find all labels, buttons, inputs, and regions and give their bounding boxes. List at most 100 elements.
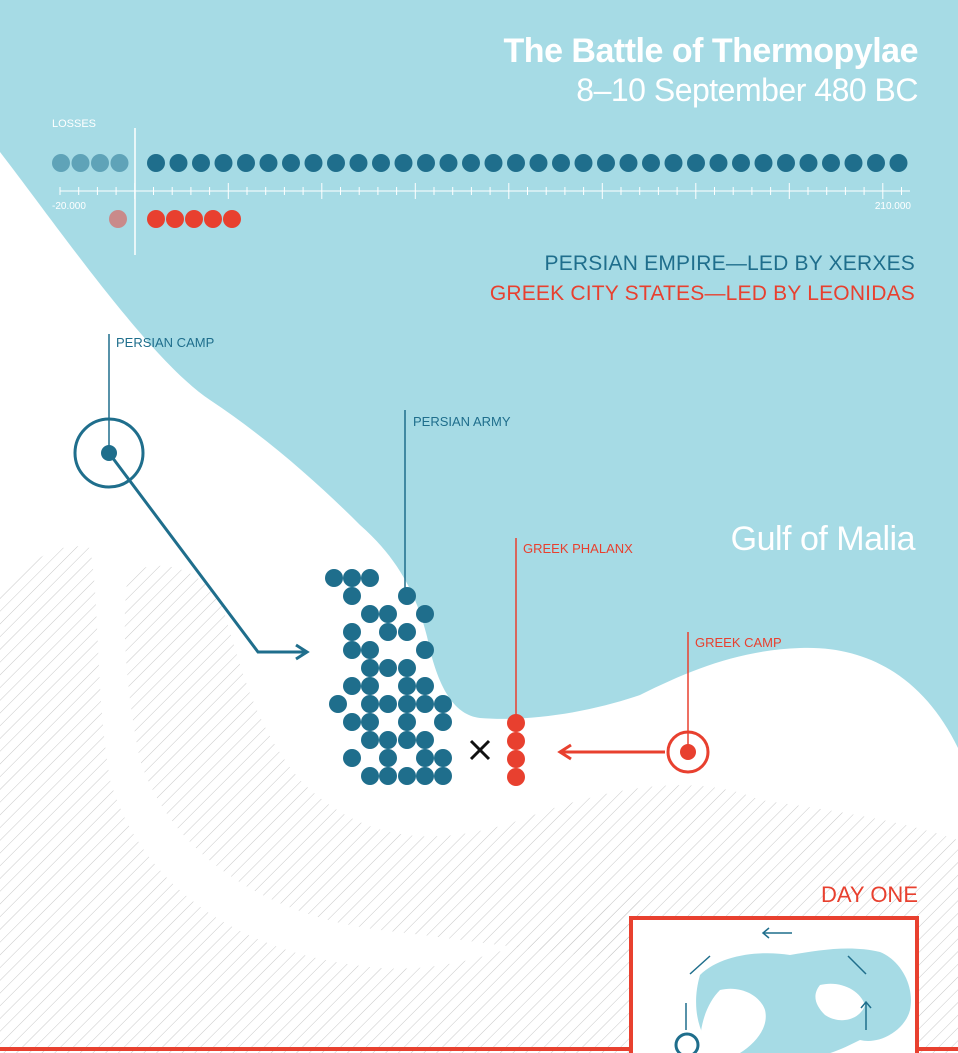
persian-advance-arrowhead (295, 643, 310, 661)
persian-loss-dot (754, 154, 773, 172)
greek-phalanx-formation (507, 714, 525, 786)
persian-loss-dot (484, 154, 503, 172)
greek-loss-dot (147, 210, 165, 228)
persian-soldier-dot (343, 587, 361, 605)
greek-camp-ring (666, 730, 710, 774)
persian-soldier-dot (343, 623, 361, 641)
page-title: The Battle of Thermopylae (503, 32, 919, 70)
greek-camp-marker (680, 744, 696, 760)
persian-soldier-dot (416, 677, 434, 695)
persian-loss-dot (214, 154, 233, 172)
persian-soldier-dot (343, 641, 361, 659)
persian-camp-ring (73, 417, 145, 489)
persian-soldier-dot (379, 767, 397, 785)
inset-arrowhead-north (860, 1000, 872, 1009)
persian-loss-dot (822, 154, 840, 172)
losses-scale-max: 210.000 (874, 201, 911, 212)
persian-loss-dot (259, 154, 278, 172)
persian-soldier-dot (398, 587, 416, 605)
persian-soldier-dot (434, 749, 452, 767)
persian-soldier-dot (434, 767, 452, 785)
persian-soldier-dot (398, 713, 416, 731)
persian-soldier-dot (416, 641, 434, 659)
persian-soldier-dot (361, 731, 379, 749)
sea (0, 0, 958, 748)
persian-loss-dot (327, 154, 345, 172)
inset-arrowhead-west (761, 927, 770, 939)
persian-soldier-dot (329, 695, 347, 713)
greek-loss-dot (185, 210, 203, 228)
persian-loss-dot-negative (91, 154, 109, 172)
persian-soldier-dot (379, 659, 397, 677)
persian-soldier-dot (434, 713, 452, 731)
persian-loss-dot (394, 154, 413, 172)
inset-arrow-southwest-icon (689, 955, 711, 975)
persian-soldier-dot (416, 767, 434, 785)
persian-advance-arrow (107, 452, 305, 654)
persian-loss-dot (349, 154, 368, 172)
persian-soldier-dot (325, 569, 343, 587)
persian-loss-dot (709, 154, 728, 172)
persian-loss-dot (844, 154, 863, 172)
inset-land (699, 983, 865, 1053)
persian-soldier-dot (416, 749, 434, 767)
persian-soldier-dot (398, 677, 416, 695)
persian-loss-dot (462, 154, 480, 172)
greek-loss-dot (166, 210, 184, 228)
persian-soldier-dot (398, 659, 416, 677)
losses-axis-ticks (59, 183, 902, 199)
persian-loss-dot (732, 154, 750, 172)
persian-loss-dot (597, 154, 615, 172)
persian-soldier-dot (398, 767, 416, 785)
persian-soldier-dot (343, 569, 361, 587)
persian-loss-dot (372, 154, 390, 172)
persian-soldier-dot (343, 749, 361, 767)
persian-soldier-dot (379, 749, 397, 767)
persian-loss-dot (687, 154, 705, 172)
greek-soldier-dot (507, 732, 525, 750)
clash-x-icon (469, 739, 491, 761)
greek-soldier-dot (507, 768, 525, 786)
persian-camp-label: PERSIAN CAMP (116, 335, 215, 350)
losses-label: LOSSES (52, 118, 97, 130)
persian-loss-dot (867, 154, 885, 172)
inset-arrow-northwest-icon (847, 955, 867, 975)
persian-loss-dot (529, 154, 548, 172)
persian-loss-dot (439, 154, 458, 172)
greek-camp-label: GREEK CAMP (695, 635, 782, 650)
persian-loss-dot (169, 154, 188, 172)
persian-soldier-dot (416, 731, 434, 749)
persian-soldier-dot (361, 695, 379, 713)
persian-soldier-dot (416, 695, 434, 713)
greek-phalanx-label: GREEK PHALANX (523, 541, 633, 556)
persian-soldier-dot (361, 569, 379, 587)
persian-loss-dot (282, 154, 300, 172)
greek-soldier-dot (507, 714, 525, 732)
persian-loss-dot (552, 154, 570, 172)
persian-soldier-dot (343, 713, 361, 731)
greek-soldier-dot (507, 750, 525, 768)
greek-advance-arrowhead (557, 743, 572, 761)
persian-loss-dot (507, 154, 525, 172)
persian-loss-dot (147, 154, 165, 172)
inset-camp-marker (674, 1032, 700, 1053)
persian-soldier-dot (398, 623, 416, 641)
persian-army-formation (325, 569, 452, 785)
persian-soldier-dot (398, 731, 416, 749)
persian-soldier-dot (361, 713, 379, 731)
persian-soldier-dot (361, 641, 379, 659)
persian-soldier-dot (398, 695, 416, 713)
greek-losses (109, 210, 241, 228)
persian-soldier-dot (361, 677, 379, 695)
persian-loss-dot (417, 154, 435, 172)
persian-soldier-dot (361, 767, 379, 785)
persian-soldier-dot (343, 677, 361, 695)
persian-soldier-dot (379, 731, 397, 749)
persian-loss-dot (574, 154, 593, 172)
persian-soldier-dot (379, 695, 397, 713)
losses-scale-min: -20.000 (52, 201, 86, 212)
greek-loss-dot-negative (109, 210, 127, 228)
persian-losses (52, 154, 908, 172)
persian-soldier-dot (361, 605, 379, 623)
